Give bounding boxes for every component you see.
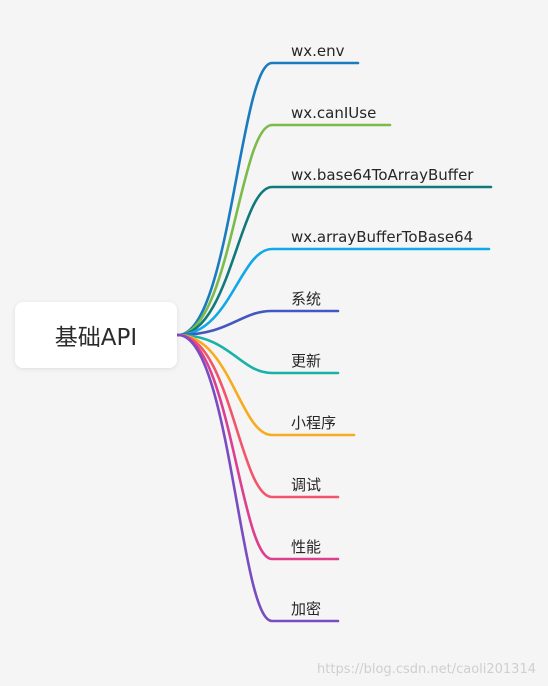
- branch-line: [176, 309, 340, 337]
- branch-line: [176, 333, 356, 437]
- branch-label[interactable]: 小程序: [291, 414, 337, 432]
- branch-label[interactable]: wx.env: [291, 42, 345, 60]
- branch-line: [176, 333, 340, 375]
- branch-label[interactable]: wx.canIUse: [291, 104, 377, 122]
- root-node[interactable]: 基础API: [15, 302, 177, 368]
- branch-line: [176, 61, 360, 337]
- branch-label[interactable]: 调试: [291, 476, 322, 494]
- branch-line: [176, 123, 392, 337]
- branch-line: [176, 333, 340, 499]
- root-label: 基础API: [54, 325, 138, 351]
- branch-label[interactable]: 性能: [291, 538, 322, 556]
- branch-line: [176, 333, 340, 623]
- branch-line: [176, 185, 493, 337]
- branch-label[interactable]: wx.base64ToArrayBuffer: [291, 166, 474, 184]
- branch-label[interactable]: 系统: [291, 290, 322, 308]
- branch-line: [176, 247, 491, 337]
- branch-label[interactable]: wx.arrayBufferToBase64: [291, 228, 474, 246]
- branch-line: [176, 333, 340, 561]
- branch-label[interactable]: 更新: [291, 352, 322, 370]
- branch-label[interactable]: 加密: [291, 600, 322, 618]
- watermark: https://blog.csdn.net/caoli201314: [317, 662, 536, 677]
